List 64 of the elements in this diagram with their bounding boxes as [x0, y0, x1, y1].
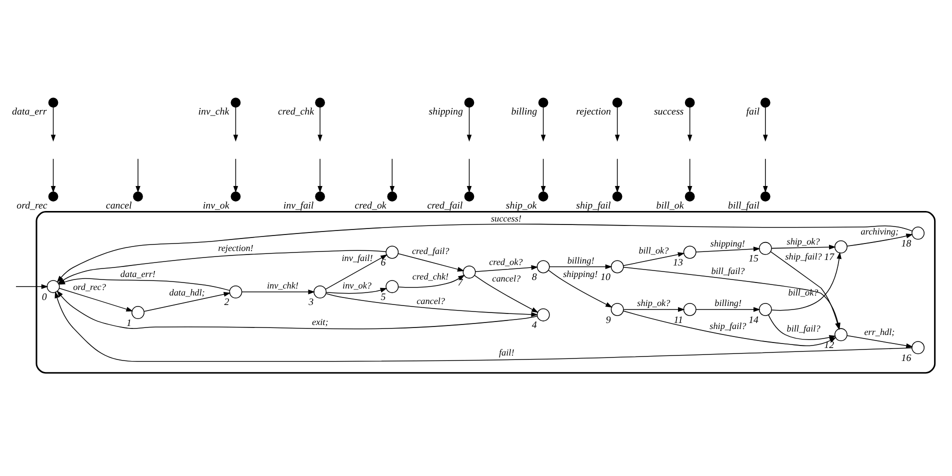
- node-label: 13: [672, 257, 682, 268]
- edge-label: ship_ok?: [636, 298, 670, 308]
- node-label: cred_fail: [426, 200, 462, 211]
- node-label: billing: [510, 106, 537, 117]
- node-label: 1: [126, 317, 131, 328]
- node-label: 11: [673, 314, 682, 326]
- node-label: inv_fail: [282, 200, 314, 211]
- node-label: ship_ok: [505, 200, 536, 211]
- node-label: 4: [531, 320, 536, 331]
- edge-label: exit;: [312, 316, 328, 327]
- edge-label: data_err!: [120, 268, 155, 279]
- node-label: 6: [380, 257, 386, 268]
- node-label: 16: [900, 352, 911, 364]
- edge-label: inv_chk!: [266, 280, 298, 290]
- edge-label: ord_rec?: [72, 282, 106, 292]
- node-label: data_err: [12, 106, 46, 117]
- node-label: ship_fail: [576, 200, 610, 211]
- edge-label: shipping!: [710, 238, 744, 248]
- node-label: rejection: [576, 106, 610, 117]
- node-label: cred_ok: [354, 200, 386, 211]
- edge-label: inv_ok?: [342, 280, 371, 290]
- node-label: ord_rec: [16, 200, 47, 211]
- node-label: 9: [605, 314, 610, 326]
- edge-label: success!: [490, 212, 521, 223]
- node-label: shipping: [428, 106, 462, 117]
- edge-label: cred_ok?: [488, 256, 522, 266]
- edge-label: cancel?: [492, 273, 520, 284]
- node-label: inv_chk: [198, 106, 229, 117]
- edge-label: cancel?: [416, 295, 445, 306]
- edge-label: ship_fail?: [709, 320, 746, 331]
- edge-label: inv_fail!: [341, 252, 372, 263]
- edge-label: ship_fail?: [784, 251, 822, 262]
- node-label: 18: [900, 238, 911, 249]
- node-label: cancel: [105, 200, 132, 211]
- edge-label: billing!: [566, 254, 594, 265]
- edge-label: shipping!: [562, 268, 598, 279]
- node-label: inv_ok: [202, 200, 229, 211]
- edge-label: data_hdl;: [168, 286, 204, 297]
- edge-label: rejection!: [218, 242, 253, 253]
- node-label: 17: [824, 252, 834, 263]
- edge-label: bill_ok?: [638, 244, 668, 255]
- node-label: bill_fail: [727, 200, 759, 211]
- edge-label: bill_fail?: [786, 322, 820, 333]
- node-label: 2: [224, 296, 229, 308]
- node-label: cred_chk: [278, 106, 314, 117]
- node-label: 0: [41, 291, 46, 302]
- edge-label: cred_fail?: [412, 246, 449, 256]
- edge-label: ship_ok?: [786, 236, 820, 246]
- edge-label: bill_ok?: [788, 286, 818, 297]
- node-label: 14: [748, 314, 758, 326]
- edge-label: billing!: [714, 298, 742, 308]
- edge-label: bill_fail?: [710, 266, 744, 276]
- node-label: fail: [746, 106, 760, 117]
- node-label: 5: [380, 291, 386, 302]
- edge-label: fail!: [498, 347, 514, 358]
- node-label: success: [653, 106, 684, 117]
- edge-label: err_hdl;: [864, 326, 894, 337]
- node-label: bill_ok: [656, 200, 684, 211]
- node-label: 10: [600, 272, 610, 283]
- edge-label: archiving;: [860, 226, 898, 236]
- edge-label: cred_chk!: [412, 270, 448, 281]
- node-label: 8: [531, 272, 536, 283]
- node-label: 3: [308, 296, 314, 308]
- node-label: 15: [748, 253, 758, 264]
